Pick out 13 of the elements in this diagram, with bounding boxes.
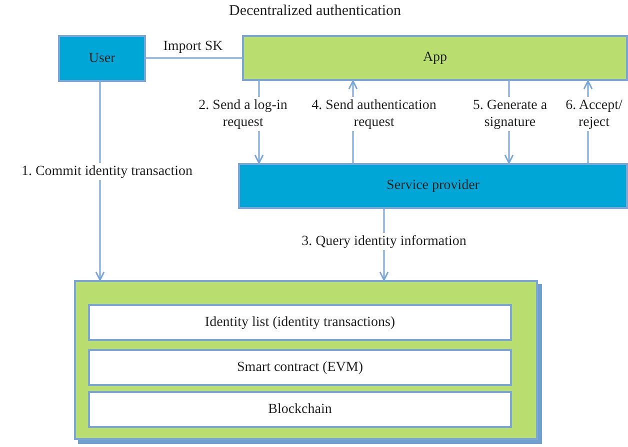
layer-box: [88, 304, 512, 341]
service-box: [238, 163, 628, 209]
node-label: Service provider: [386, 178, 480, 194]
actor-box: [58, 35, 146, 82]
app-box: [242, 35, 628, 81]
layer-box: [88, 391, 512, 428]
layer-box: [88, 349, 512, 386]
arrow: [95, 82, 105, 281]
node-label: User: [88, 50, 116, 66]
node-label: App: [422, 50, 448, 66]
node-label: Smart contract (EVM): [237, 360, 363, 376]
node-label: Blockchain: [268, 402, 332, 418]
node-label: Identity list (identity transactions): [204, 314, 396, 330]
